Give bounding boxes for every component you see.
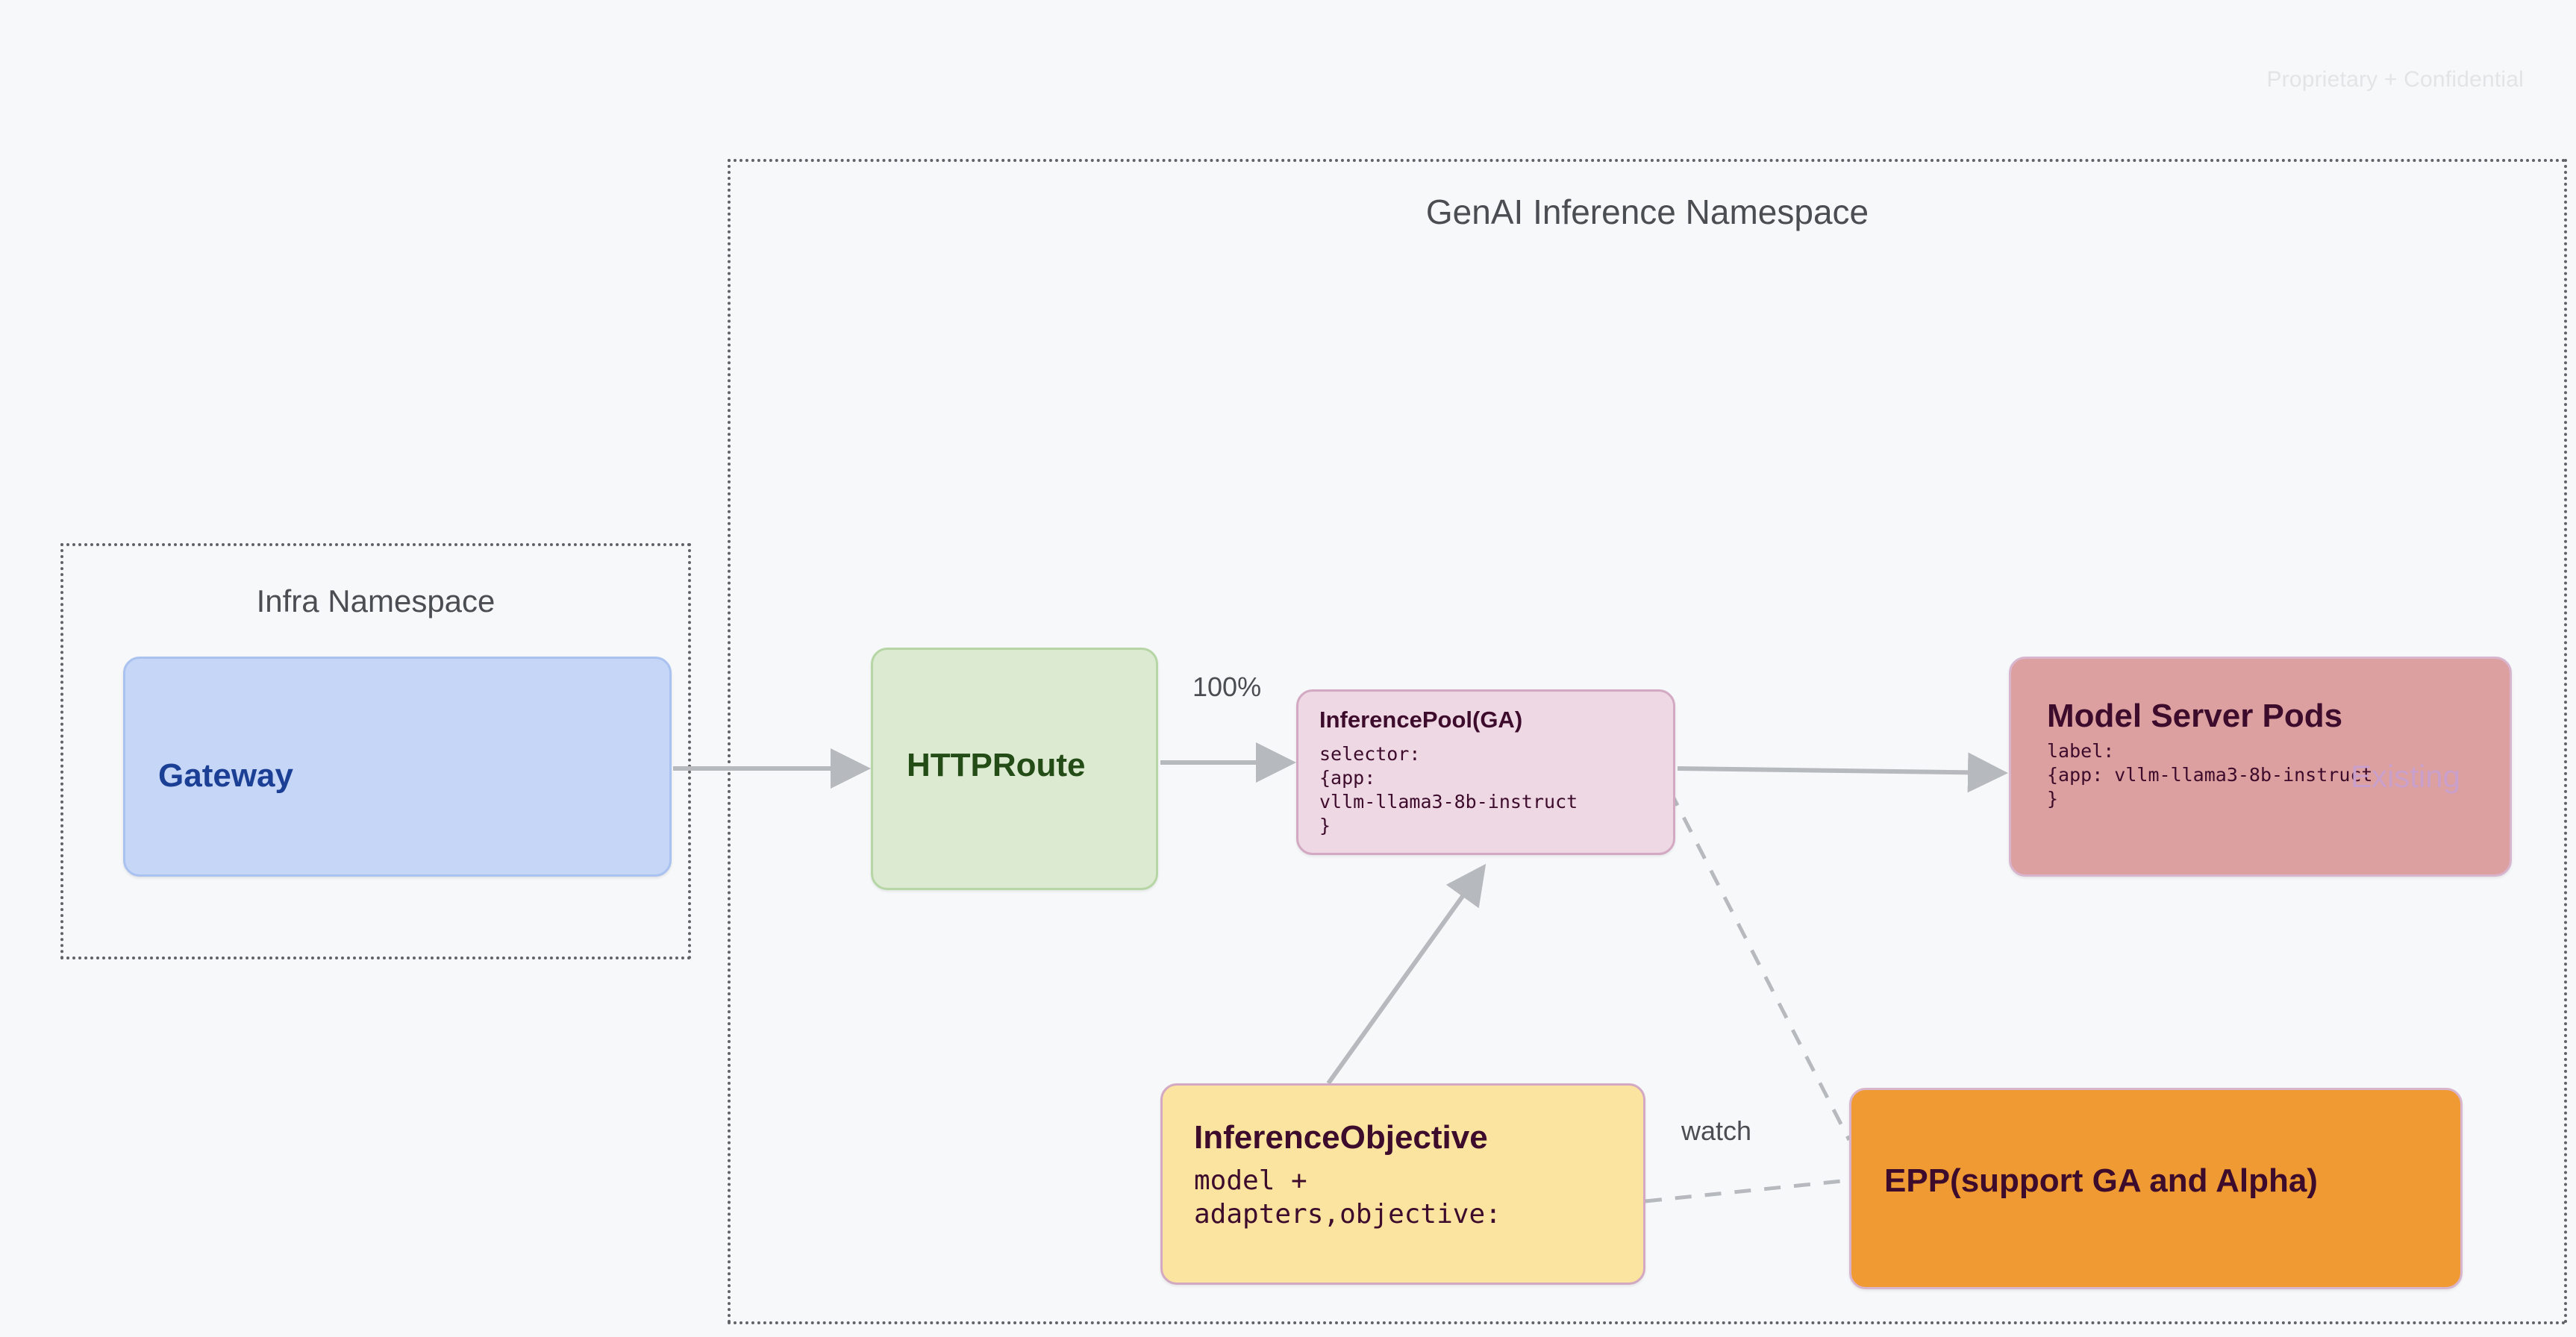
node-model-server-pods-label: label: {app: vllm-llama3-8b-instruct } — [2047, 740, 2373, 810]
existing-badge: Existing — [2350, 759, 2460, 794]
genai-inference-namespace-title: GenAI Inference Namespace — [1425, 192, 1869, 231]
node-model-server-pods[interactable]: Model Server Pods label: {app: vllm-llam… — [2009, 657, 2512, 877]
node-inferencepool-selector: selector: {app: vllm-llama3-8b-instruct … — [1319, 743, 1578, 836]
edge-label-watch: watch — [1681, 1115, 1752, 1146]
infra-namespace-title: Infra Namespace — [256, 583, 495, 619]
node-inference-objective[interactable]: InferenceObjective model + adapters,obje… — [1160, 1083, 1645, 1285]
node-epp-title: EPP(support GA and Alpha) — [1884, 1162, 2318, 1199]
node-inference-objective-spec: model + adapters,objective: — [1194, 1165, 1501, 1230]
node-inferencepool[interactable]: InferencePool(GA) selector: {app: vllm-l… — [1296, 689, 1675, 855]
node-inferencepool-title: InferencePool(GA) — [1319, 707, 1523, 733]
node-httproute-title: HTTPRoute — [907, 747, 1086, 783]
node-epp[interactable]: EPP(support GA and Alpha) — [1849, 1088, 2463, 1289]
infra-namespace-container: Infra Namespace — [60, 543, 691, 959]
node-gateway[interactable]: Gateway — [123, 657, 672, 877]
node-model-server-pods-title: Model Server Pods — [2047, 698, 2343, 734]
genai-inference-namespace-container: GenAI Inference Namespace — [728, 159, 2567, 1324]
edge-label-traffic-weight: 100% — [1192, 671, 1262, 702]
node-inference-objective-title: InferenceObjective — [1194, 1119, 1488, 1156]
node-httproute[interactable]: HTTPRoute — [871, 648, 1158, 890]
confidentiality-watermark: Proprietary + Confidential — [2266, 67, 2524, 92]
node-gateway-title: Gateway — [158, 757, 293, 794]
